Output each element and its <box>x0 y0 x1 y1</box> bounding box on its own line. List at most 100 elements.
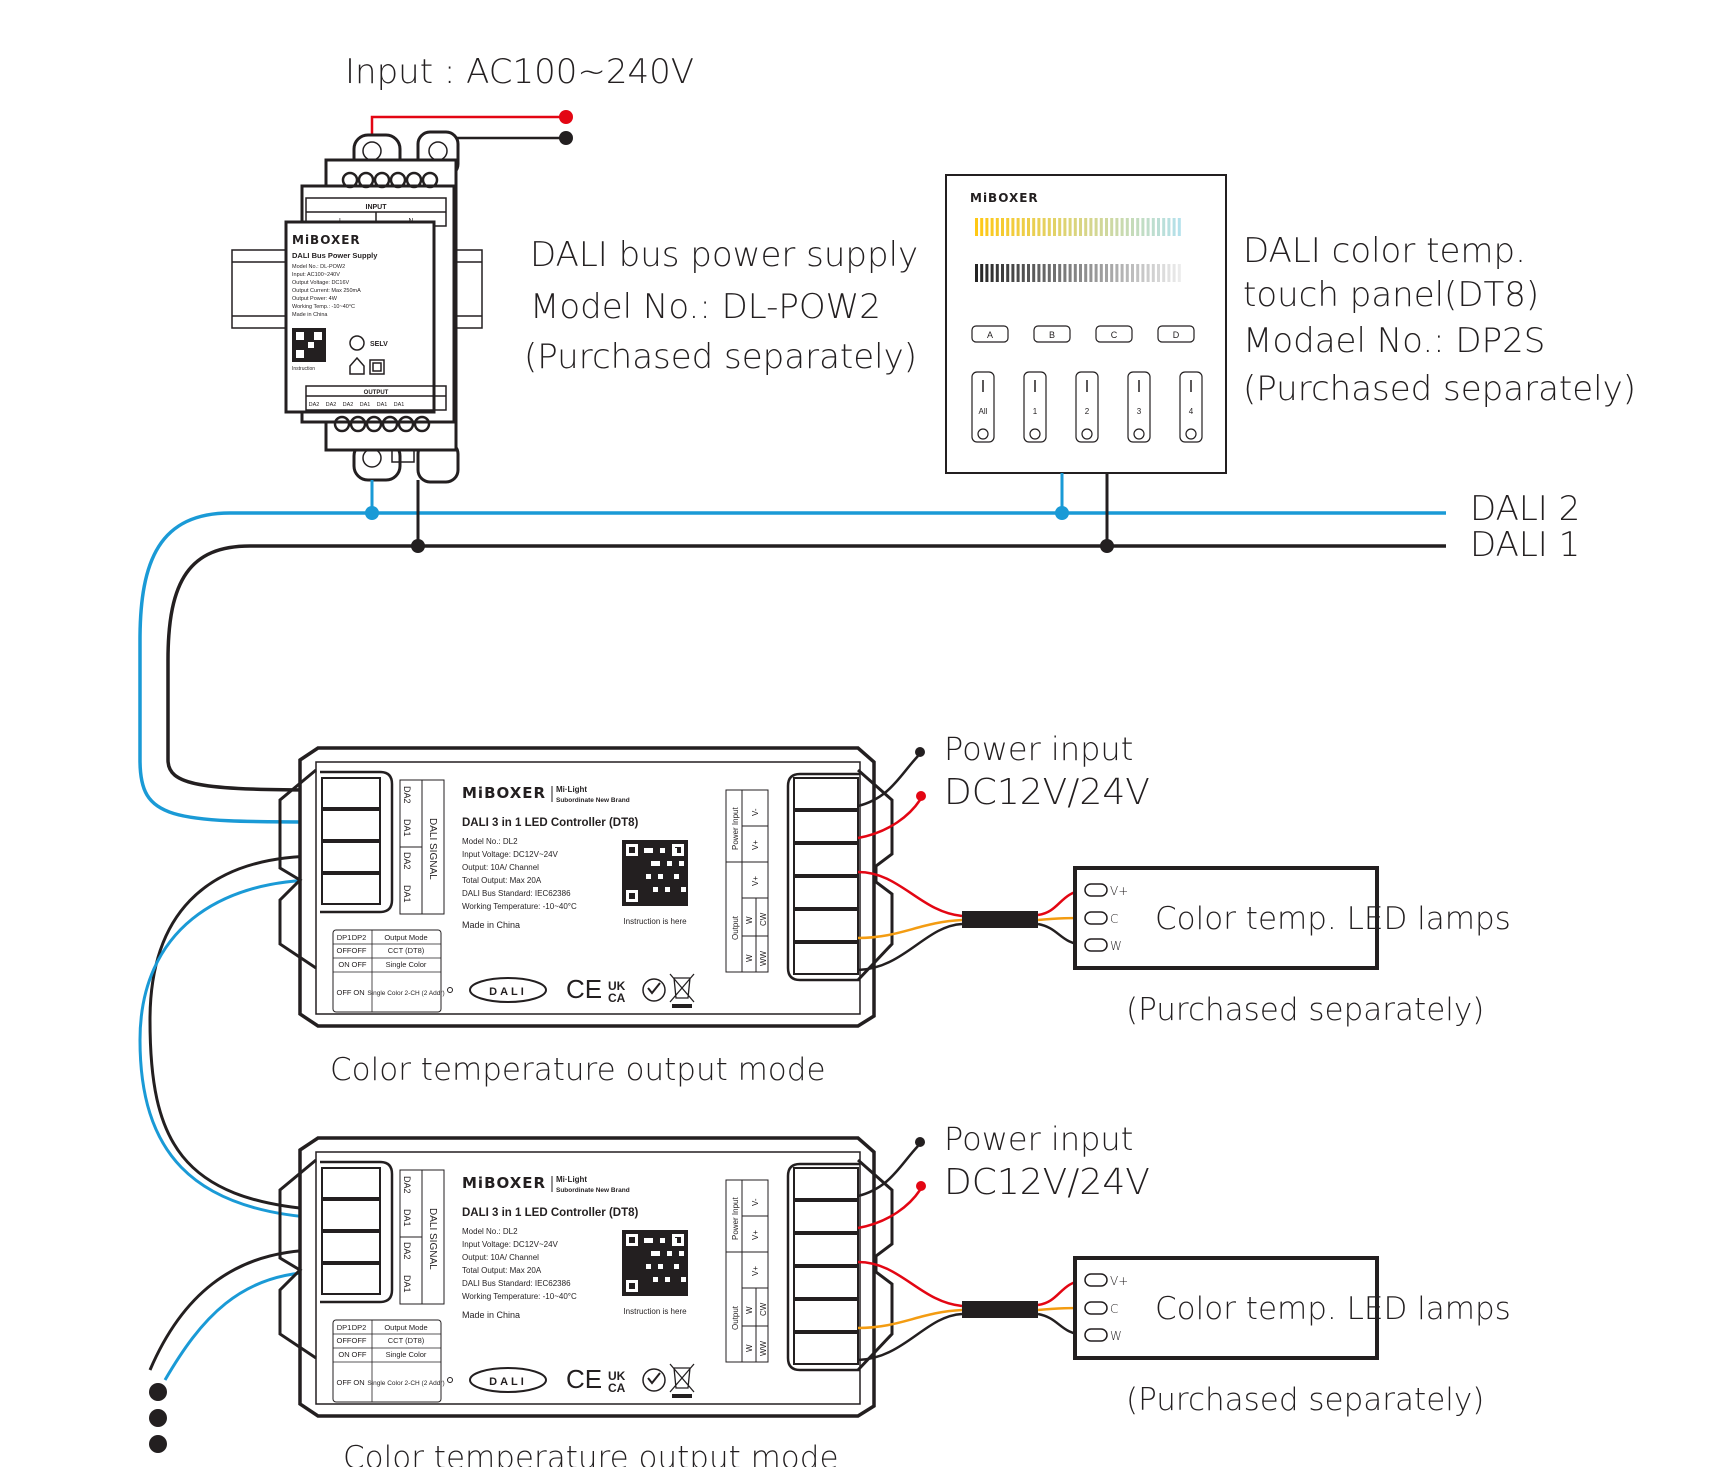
controller-spec: Output: 10A/ Channel <box>462 1253 539 1262</box>
power-input-value: DC12V/24V <box>944 772 1150 813</box>
controller-qr-code-icon <box>622 1230 688 1296</box>
cct-bar-segment <box>1094 218 1098 236</box>
controller-spec: DALI Bus Standard: IEC62386 <box>462 1279 571 1288</box>
output-mode-caption: Color temperature output mode <box>343 1440 839 1467</box>
scene-button-c: C <box>1095 325 1133 343</box>
brightness-bar-segment <box>1016 264 1020 282</box>
made-in-label: Made in China <box>462 1310 520 1320</box>
cct-bar-segment <box>1021 218 1025 236</box>
svg-text:SELV: SELV <box>370 341 388 348</box>
brightness-bar-segment <box>1094 264 1098 282</box>
controller-brand-logo: MiBOXER <box>462 784 546 802</box>
svg-text:Output Current: Max 250mA: Output Current: Max 250mA <box>292 288 361 294</box>
sub-brand-note: Subordinate New Brand <box>556 1187 630 1194</box>
dali1-junction <box>411 539 425 553</box>
brightness-bar-segment <box>1001 264 1004 282</box>
brightness-bar-segment <box>1131 264 1134 282</box>
cct-bar-segment <box>1001 218 1004 236</box>
svg-text:DA1: DA1 <box>360 402 371 408</box>
brightness-bar-segment <box>1053 264 1056 282</box>
brightness-slider-bar <box>975 264 1181 282</box>
ce-mark-icon: CE <box>566 974 602 1004</box>
svg-text:W: W <box>745 916 754 924</box>
svg-text:V+: V+ <box>751 1266 760 1276</box>
qr-caption: Instruction is here <box>623 1307 687 1316</box>
output-screw-terminals <box>333 415 431 433</box>
svg-text:OFF: OFF <box>337 988 352 997</box>
svg-text:ON: ON <box>353 1378 364 1387</box>
cct-bar-segment <box>1053 218 1056 236</box>
dc-negative-dot <box>915 1137 925 1147</box>
power-input-title: Power input <box>944 730 1133 768</box>
svg-text:2: 2 <box>1085 407 1090 416</box>
brightness-bar-segment <box>1162 264 1166 282</box>
wire-harness-sleeve <box>962 1301 1038 1318</box>
cct-bar-segment <box>1177 218 1181 236</box>
ukca-mark-icon: UK <box>608 979 626 993</box>
svg-text:DA1: DA1 <box>402 885 412 903</box>
cct-bar-segment <box>1016 218 1020 236</box>
qr-caption: Instruction is here <box>623 917 687 926</box>
lamp-label: Color temp. LED lamps <box>1155 901 1511 937</box>
svg-text:CW: CW <box>759 1302 768 1316</box>
brightness-bar-segment <box>1125 264 1129 282</box>
svg-text:DP1: DP1 <box>337 933 352 942</box>
controller-spec: Working Temperature: -10~40°C <box>462 1292 577 1301</box>
ukca-mark-icon: UK <box>608 1369 626 1383</box>
cct-bar-segment <box>1084 218 1088 236</box>
svg-text:A: A <box>987 330 993 340</box>
svg-text:CCT (DT8): CCT (DT8) <box>388 1336 425 1345</box>
panel-dali2-junction <box>1055 506 1069 520</box>
scene-button-b: B <box>1033 325 1071 343</box>
dc-positive-dot <box>916 1181 926 1191</box>
controller-spec: Input Voltage: DC12V~24V <box>462 1240 559 1249</box>
svg-text:DA2: DA2 <box>402 786 412 804</box>
power-input-value: DC12V/24V <box>944 1162 1150 1203</box>
svg-text:Output: Output <box>731 915 740 940</box>
svg-text:4: 4 <box>1189 407 1194 416</box>
svg-text:Working Temp.: -10~40°C: Working Temp.: -10~40°C <box>292 304 355 310</box>
lamp-label: Color temp. LED lamps <box>1155 1291 1511 1327</box>
svg-text:DALI SIGNAL: DALI SIGNAL <box>427 1208 438 1270</box>
svg-text:Single Color: Single Color <box>386 1350 427 1359</box>
cct-bar-segment <box>1141 218 1145 236</box>
svg-text:V-: V- <box>751 808 760 816</box>
controller-spec: Model No.: DL2 <box>462 837 518 846</box>
lamp-note: (Purchased separately) <box>1126 1382 1484 1418</box>
panel-note: (Purchased separately) <box>1243 369 1636 409</box>
wire-harness-sleeve <box>962 911 1038 928</box>
controller-spec: Working Temperature: -10~40°C <box>462 902 577 911</box>
svg-text:V+: V+ <box>751 876 760 886</box>
svg-text:ON: ON <box>353 988 364 997</box>
svg-text:V+: V+ <box>751 840 760 850</box>
svg-text:Output Voltage: DC16V: Output Voltage: DC16V <box>292 280 350 286</box>
svg-text:CA: CA <box>608 991 626 1005</box>
zone-button-2: 2 <box>1075 371 1099 443</box>
dali-bus: DALI 2 DALI 1 <box>138 473 1580 1453</box>
controller-spec: Total Output: Max 20A <box>462 1266 542 1275</box>
svg-text:All: All <box>979 407 988 416</box>
svg-text:OFF: OFF <box>337 1336 352 1345</box>
power-supply-caption: DALI bus power supply Model No.: DL-POW2… <box>524 235 918 377</box>
svg-text:V-: V- <box>751 1198 760 1206</box>
svg-text:DP1: DP1 <box>337 1323 352 1332</box>
weee-icon <box>669 973 695 1003</box>
brightness-bar-segment <box>1146 264 1150 282</box>
svg-text:V+: V+ <box>751 1230 760 1240</box>
dali2-label: DALI 2 <box>1470 489 1580 529</box>
svg-text:Output: Output <box>731 1305 740 1330</box>
svg-text:ON: ON <box>338 1350 349 1359</box>
brightness-bar-segment <box>990 264 994 282</box>
svg-text:Power Input: Power Input <box>731 1197 740 1240</box>
brightness-bar-segment <box>1172 264 1176 282</box>
dali2-bus-line <box>138 511 1446 824</box>
controller-name: DALI 3 in 1 LED Controller (DT8) <box>462 817 639 829</box>
svg-text:DA2: DA2 <box>343 402 354 408</box>
svg-text:OFF: OFF <box>337 946 352 955</box>
svg-text:OFF: OFF <box>337 1378 352 1387</box>
brightness-bar-segment <box>1157 264 1160 282</box>
